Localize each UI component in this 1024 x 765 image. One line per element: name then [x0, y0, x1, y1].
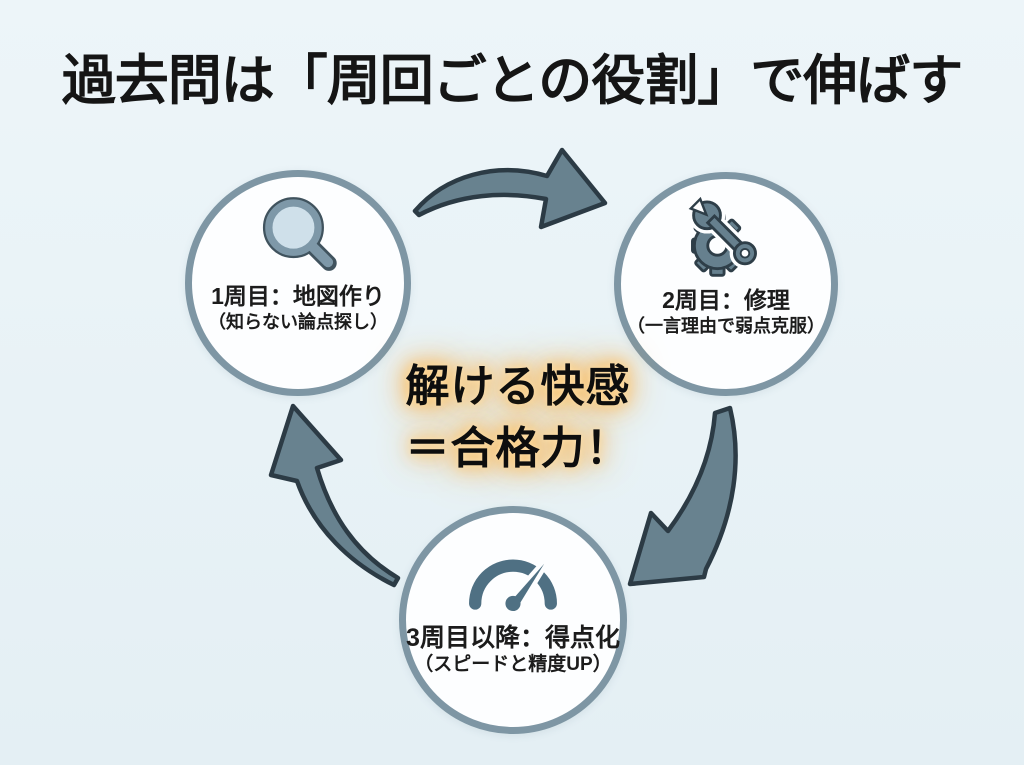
node-1-title: 1周目：地図作り	[211, 283, 385, 309]
node-1-subtitle: （知らない論点探し）	[208, 311, 388, 332]
cycle-node-2: 2周目：修理 （一言理由で弱点克服）	[614, 172, 838, 396]
cycle-node-1: 1周目：地図作り （知らない論点探し）	[185, 170, 411, 396]
center-message-line2: ＝合格力！	[405, 424, 631, 473]
center-message-line1: 解ける快感	[405, 362, 631, 411]
node-3-title: 3周目以降：得点化	[406, 624, 620, 652]
node-2-title: 2周目：修理	[662, 287, 790, 313]
page-title: 過去問は「周回ごとの役割」で伸ばす	[61, 51, 963, 111]
node-2-subtitle: （一言理由で弱点克服）	[627, 315, 825, 336]
speedometer-icon	[469, 559, 557, 612]
node-3-subtitle: （スピードと精度UP）	[414, 654, 612, 675]
cycle-node-3: 3周目以降：得点化 （スピードと精度UP）	[399, 506, 627, 734]
arrow-node1-to-node2-icon	[412, 147, 608, 230]
center-message: 解ける快感 ＝合格力！	[318, 356, 718, 480]
wrench-gear-icon	[688, 196, 761, 277]
arrow-node3-to-node1-icon	[268, 403, 401, 588]
magnifier-icon	[262, 197, 337, 271]
wrench-icon	[688, 196, 761, 269]
arrow-node2-to-node3-icon	[627, 405, 738, 587]
